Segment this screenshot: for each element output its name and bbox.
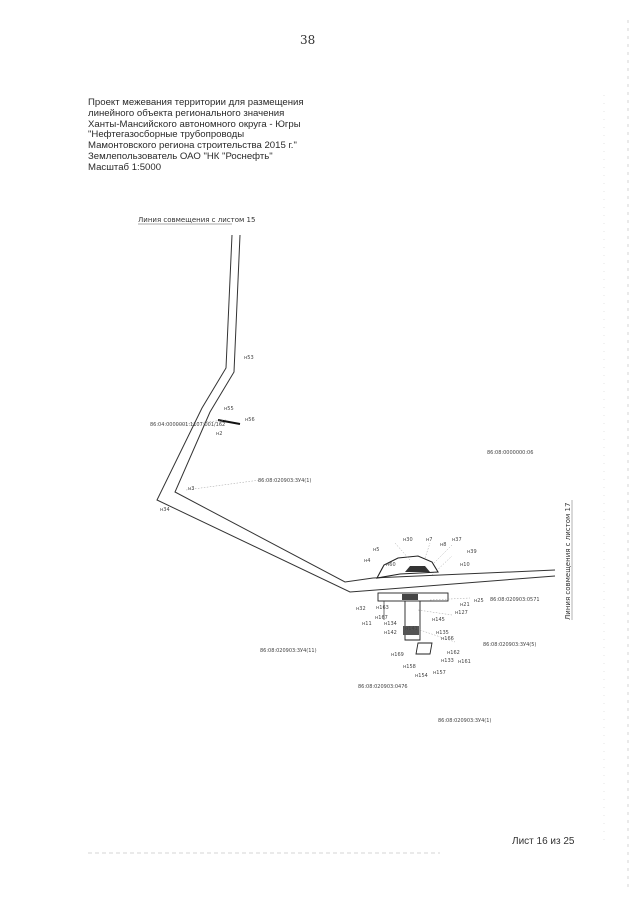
- point-label: н158: [403, 664, 416, 670]
- junction-fill: [402, 594, 418, 600]
- point-label: н133: [441, 658, 454, 664]
- title-line: Мамонтовского региона строительства 2015…: [88, 140, 297, 152]
- cadastral-label: 86:08:020903:0571: [490, 597, 540, 603]
- point-label: н3: [188, 486, 194, 492]
- point-label: н21: [460, 602, 470, 608]
- point-label: н157: [433, 670, 446, 676]
- sheet-footer: Лист 16 из 25: [512, 836, 575, 847]
- junction-block: [377, 592, 449, 602]
- point-label: н163: [376, 605, 389, 611]
- point-label: н166: [441, 636, 454, 642]
- crossing-marker: [217, 419, 241, 425]
- pad-outline: [375, 555, 439, 579]
- pad-structure: [405, 566, 430, 572]
- cadastral-label: 86:04:0000001:1107:001/162: [150, 422, 225, 428]
- match-line-top-label: Линия совмещения с листом 15: [138, 216, 255, 224]
- cadastral-label: 86:08:020903:3У4(1): [258, 478, 311, 484]
- corridor-inner-edge: [174, 234, 374, 583]
- cadastral-label: 86:08:020903:3У4(5): [483, 642, 536, 648]
- point-label: н30: [403, 537, 413, 543]
- point-label: н142: [384, 630, 397, 636]
- point-label: н34: [160, 507, 170, 513]
- point-label: н5: [373, 547, 379, 553]
- point-label: н53: [244, 355, 254, 361]
- spur-terminal: [415, 642, 433, 655]
- title-line: Проект межевания территории для размещен…: [88, 97, 304, 108]
- leader-lines: [175, 419, 471, 643]
- point-label: н39: [467, 549, 477, 555]
- page-number: 38: [300, 33, 316, 47]
- title-line: Землепользователь ОАО "НК "Роснефть": [88, 150, 273, 162]
- title-line: линейного объекта регионального значения: [88, 107, 285, 119]
- point-label: н134: [384, 621, 397, 627]
- corridor-east-edge: [372, 569, 556, 579]
- corridor-outer-edge: [156, 234, 377, 593]
- point-label: н25: [474, 598, 484, 604]
- spur-channel: [404, 601, 421, 641]
- cadastral-label: 86:08:020903:3У4(1): [438, 718, 491, 724]
- point-label: н169: [391, 652, 404, 658]
- point-label: н56: [245, 417, 255, 423]
- point-label: н37: [452, 537, 462, 543]
- cadastral-label: 86:08:020903:0476: [358, 684, 408, 690]
- point-label: н161: [458, 659, 471, 665]
- point-label: н4: [364, 558, 370, 564]
- point-label: н11: [362, 621, 372, 627]
- point-label: н10: [460, 562, 470, 568]
- spur-fill: [403, 626, 419, 635]
- point-label: н55: [224, 406, 234, 412]
- point-label: н8: [440, 542, 446, 548]
- title-line: Ханты-Мансийского автономного округа - Ю…: [88, 118, 301, 130]
- point-label: н141: [405, 626, 418, 632]
- point-label: н2: [216, 431, 222, 437]
- title-block: Проект межевания территории для размещен…: [88, 97, 348, 174]
- corridor-east-edge: [375, 575, 556, 591]
- cadastral-label: 86:08:0000000:06: [487, 450, 533, 456]
- point-label: н145: [432, 617, 445, 623]
- point-label: н7: [426, 537, 432, 543]
- point-label: н167: [375, 615, 388, 621]
- point-label: н135: [436, 630, 449, 636]
- point-label: н154: [415, 673, 428, 679]
- title-line: "Нефтегазосборные трубопроводы: [88, 129, 245, 141]
- point-label: н127: [455, 610, 468, 616]
- point-label: н60: [386, 562, 396, 568]
- cadastral-label: 86:08:020903:3У4(11): [260, 648, 317, 654]
- point-label: н32: [356, 606, 366, 612]
- point-label: н162: [447, 650, 460, 656]
- scale-label: Масштаб 1:5000: [88, 161, 162, 173]
- match-line-right-label: Линия совмещения с листом 17: [564, 503, 572, 620]
